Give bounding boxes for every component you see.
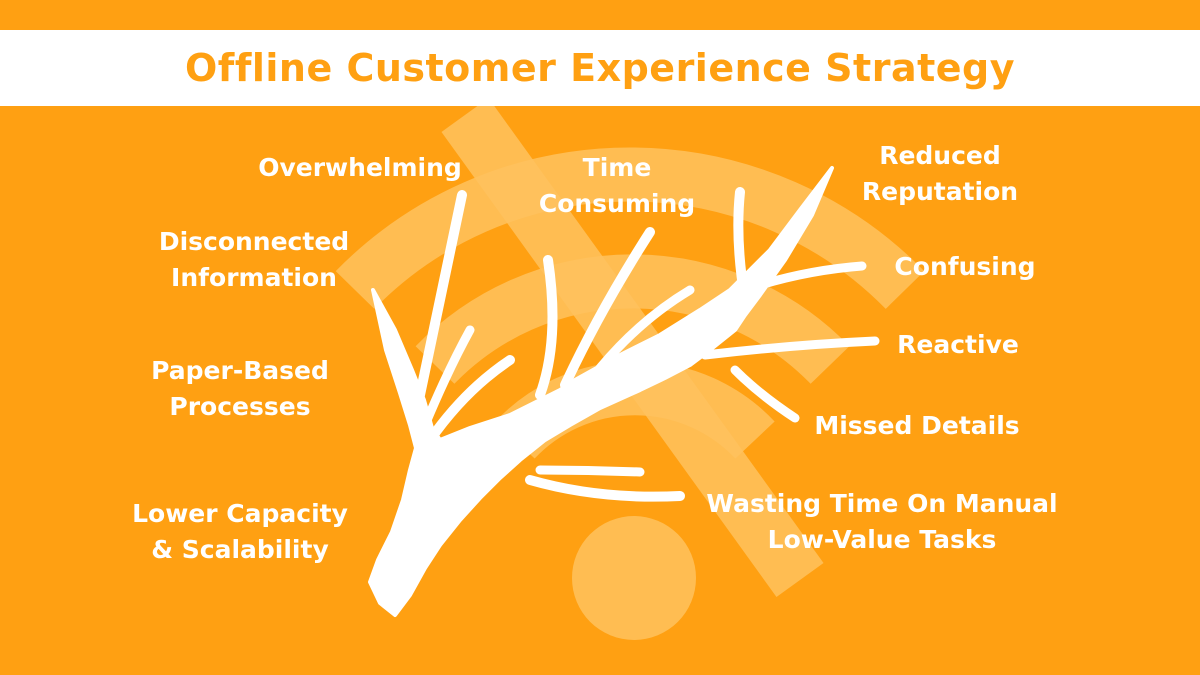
page-title: Offline Customer Experience Strategy (184, 46, 1016, 90)
label-line: Disconnected (158, 227, 350, 256)
label-confusing: Confusing (894, 249, 1035, 285)
label-missed-details: Missed Details (814, 408, 1019, 444)
title-band: Offline Customer Experience Strategy (0, 30, 1200, 106)
label-line: Paper-Based (151, 356, 329, 385)
label-reactive: Reactive (897, 327, 1019, 363)
label-reactive-text: Reactive (897, 330, 1019, 359)
label-line: Time (582, 153, 652, 182)
label-time-consuming: Time Consuming (539, 150, 695, 222)
label-line: Reduced (879, 141, 1001, 170)
label-line: Consuming (538, 189, 696, 218)
label-reduced-reputation: Reduced Reputation (862, 138, 1018, 210)
label-line: & Scalability (151, 535, 329, 564)
label-overwhelming-text: Overwhelming (258, 153, 462, 182)
label-line: Low-Value Tasks (767, 525, 997, 554)
label-line: Lower Capacity (132, 499, 348, 528)
label-missed-details-text: Missed Details (814, 411, 1020, 440)
label-line: Information (171, 263, 337, 292)
label-disconnected-information: Disconnected Information (159, 224, 349, 296)
label-line: Wasting Time On Manual (706, 489, 1058, 518)
label-paper-based-processes: Paper-Based Processes (151, 353, 329, 425)
label-line: Reputation (861, 177, 1019, 206)
dead-tree-branch-icon (368, 166, 880, 617)
label-line: Processes (169, 392, 311, 421)
label-confusing-text: Confusing (894, 252, 1036, 281)
label-lower-capacity-scalability: Lower Capacity & Scalability (132, 496, 348, 568)
label-wasting-time: Wasting Time On Manual Low-Value Tasks (706, 486, 1057, 558)
label-overwhelming: Overwhelming (258, 150, 462, 186)
